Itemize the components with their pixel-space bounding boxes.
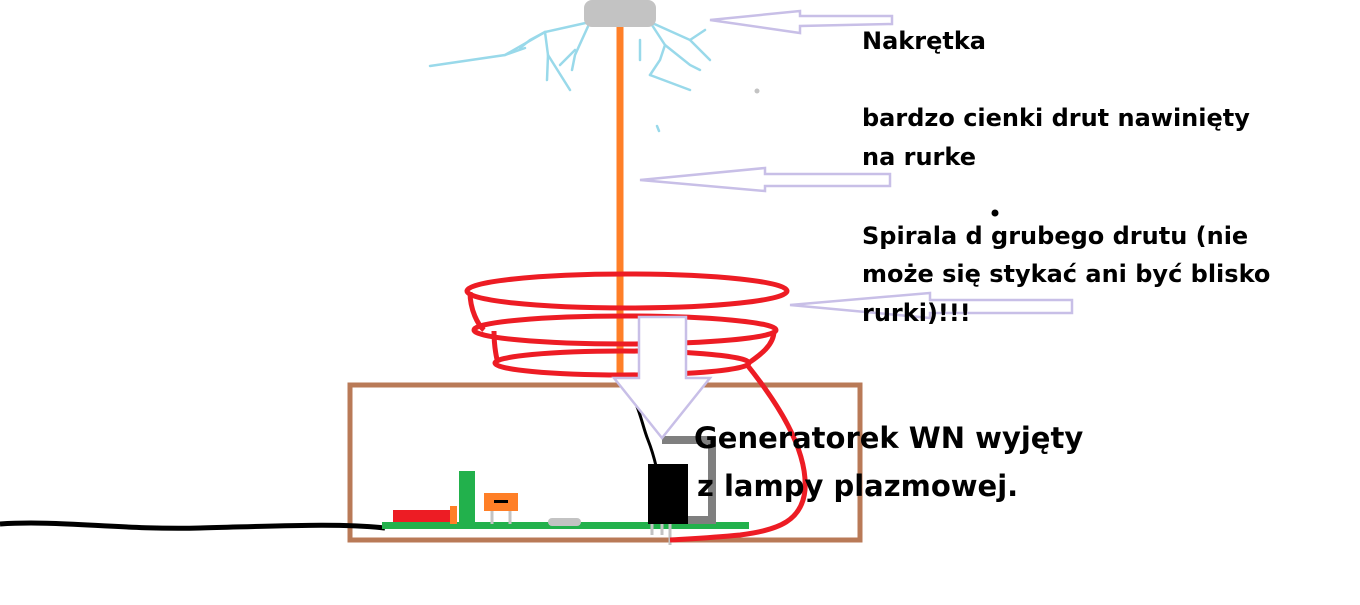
arrow-to-nut: [709, 9, 894, 35]
spiral-label-line1: Spirala d grubego drutu (nie: [862, 222, 1249, 250]
wire-label-line2: na rurke: [862, 143, 976, 171]
pcb-component-orange: [450, 506, 457, 524]
pcb-capacitor-mark: [494, 500, 508, 503]
arrow-to-rod: [639, 166, 892, 193]
nut-shape: [584, 0, 656, 27]
transformer-core: [662, 436, 716, 524]
arrow-to-spiral: [789, 291, 1074, 320]
pcb-resistor: [393, 510, 451, 522]
spiral-label-line2: może się stykać ani być blisko: [862, 260, 1271, 288]
spiral-label-line3: rurki)!!!: [862, 299, 971, 327]
thick-wire-spiral: [464, 271, 808, 543]
stray-dot: [991, 209, 999, 217]
pcb-component-green: [459, 471, 475, 523]
arrow-to-generator: [611, 315, 713, 441]
nut-label: Nakrętka: [862, 27, 986, 55]
stray-dot: [754, 88, 760, 94]
wire-label-line1: bardzo cienki drut nawinięty: [862, 104, 1250, 132]
transformer-body: [648, 464, 688, 524]
power-cable: [0, 520, 386, 531]
base-box: [347, 382, 863, 543]
spark-lines: [428, 20, 712, 133]
generator-label-line1: Generatorek WN wyjęty: [694, 421, 1084, 455]
generator-label-line2: z lampy plazmowej.: [697, 469, 1019, 503]
pcb-diode: [548, 518, 581, 526]
